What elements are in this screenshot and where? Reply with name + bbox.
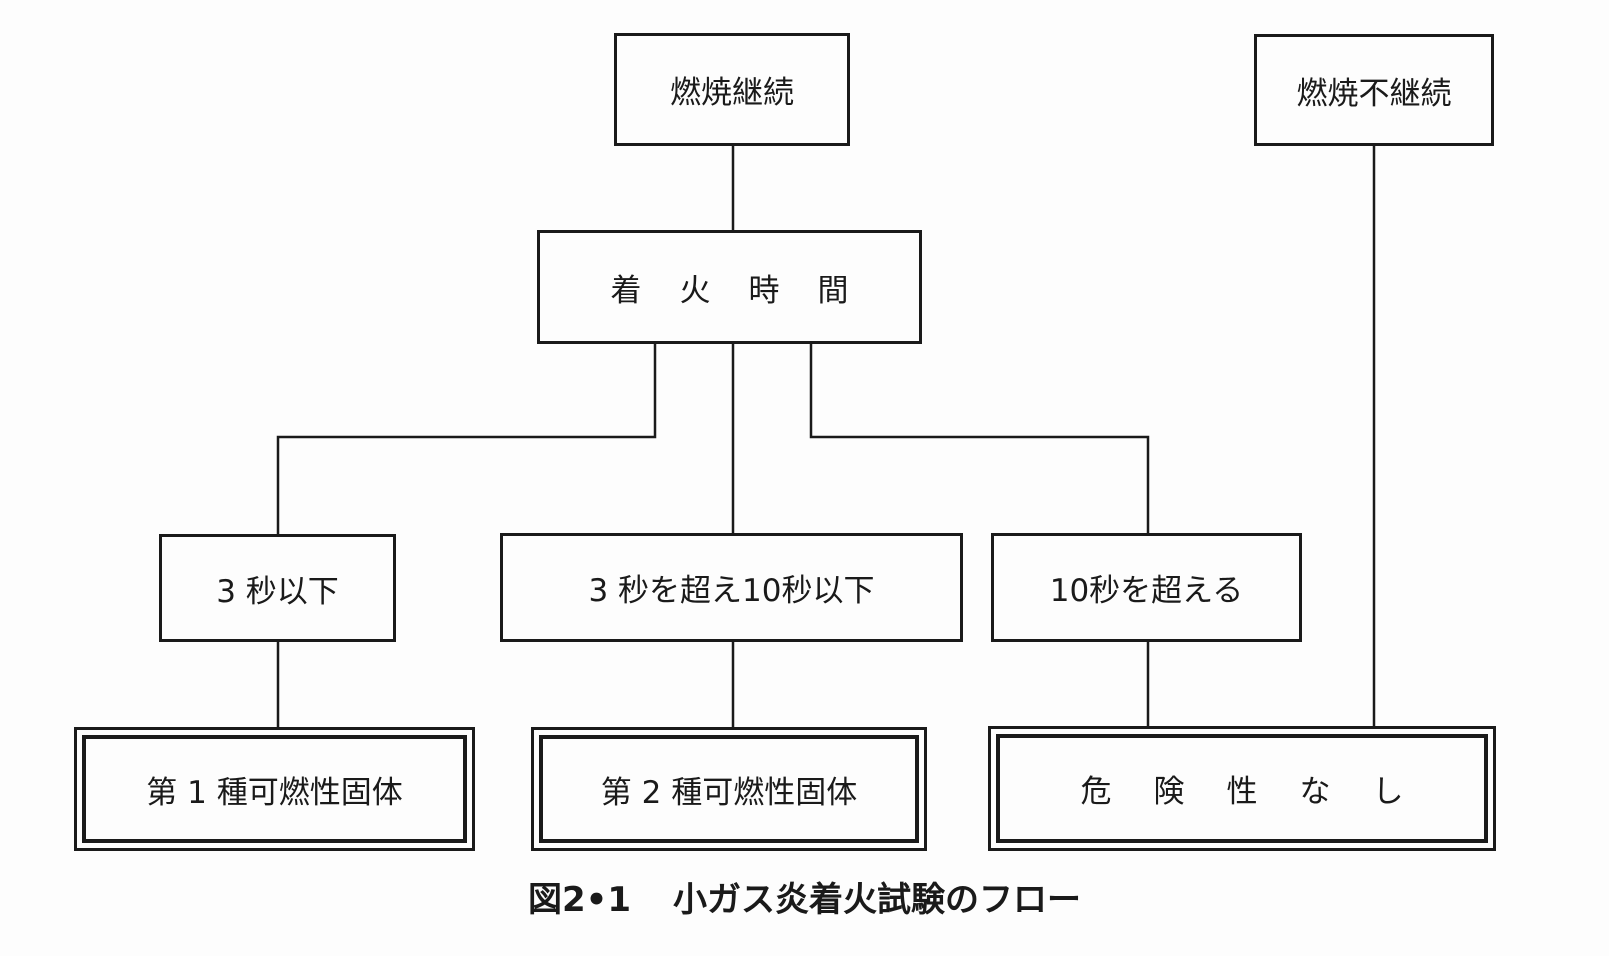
figure-number: 図2•1 (527, 880, 632, 920)
result-inner-frame: 危険性なし (996, 734, 1488, 843)
node-label: 10秒を超える (1049, 573, 1244, 609)
node-label: 着火時間 (610, 272, 887, 309)
node-over-ten-seconds: 10秒を超える (991, 533, 1302, 642)
node-ignition-time: 着火時間 (537, 230, 922, 344)
figure-caption: 図2•1 小ガス炎着火試験のフロー (0, 872, 1609, 921)
node-label: 3 秒以下 (216, 573, 339, 610)
connector-ignition-to-over-10s (809, 344, 1150, 533)
result-no-hazard: 危険性なし (988, 726, 1496, 851)
result-label: 第 1 種可燃性固体 (146, 774, 403, 811)
node-label: 燃焼継続 (670, 75, 794, 111)
node-combustion-not-continues: 燃焼不継続 (1254, 34, 1494, 146)
result-inner-frame: 第 2 種可燃性固体 (539, 735, 919, 843)
node-label: 燃焼不継続 (1296, 75, 1452, 112)
figure-title: 小ガス炎着火試験のフロー (673, 880, 1082, 920)
result-label: 第 2 種可燃性固体 (600, 774, 858, 811)
result-class1-flammable-solid: 第 1 種可燃性固体 (74, 727, 475, 851)
result-class2-flammable-solid: 第 2 種可燃性固体 (531, 727, 927, 851)
result-inner-frame: 第 1 種可燃性固体 (82, 735, 467, 843)
node-three-seconds-or-less: 3 秒以下 (159, 534, 396, 642)
node-combustion-continues: 燃焼継続 (614, 33, 850, 146)
connector-ignition-to-3s (276, 344, 657, 534)
node-label: 3 秒を超え10秒以下 (588, 573, 875, 609)
result-label: 危険性なし (1080, 774, 1446, 810)
node-over-three-up-to-ten-seconds: 3 秒を超え10秒以下 (500, 533, 963, 642)
